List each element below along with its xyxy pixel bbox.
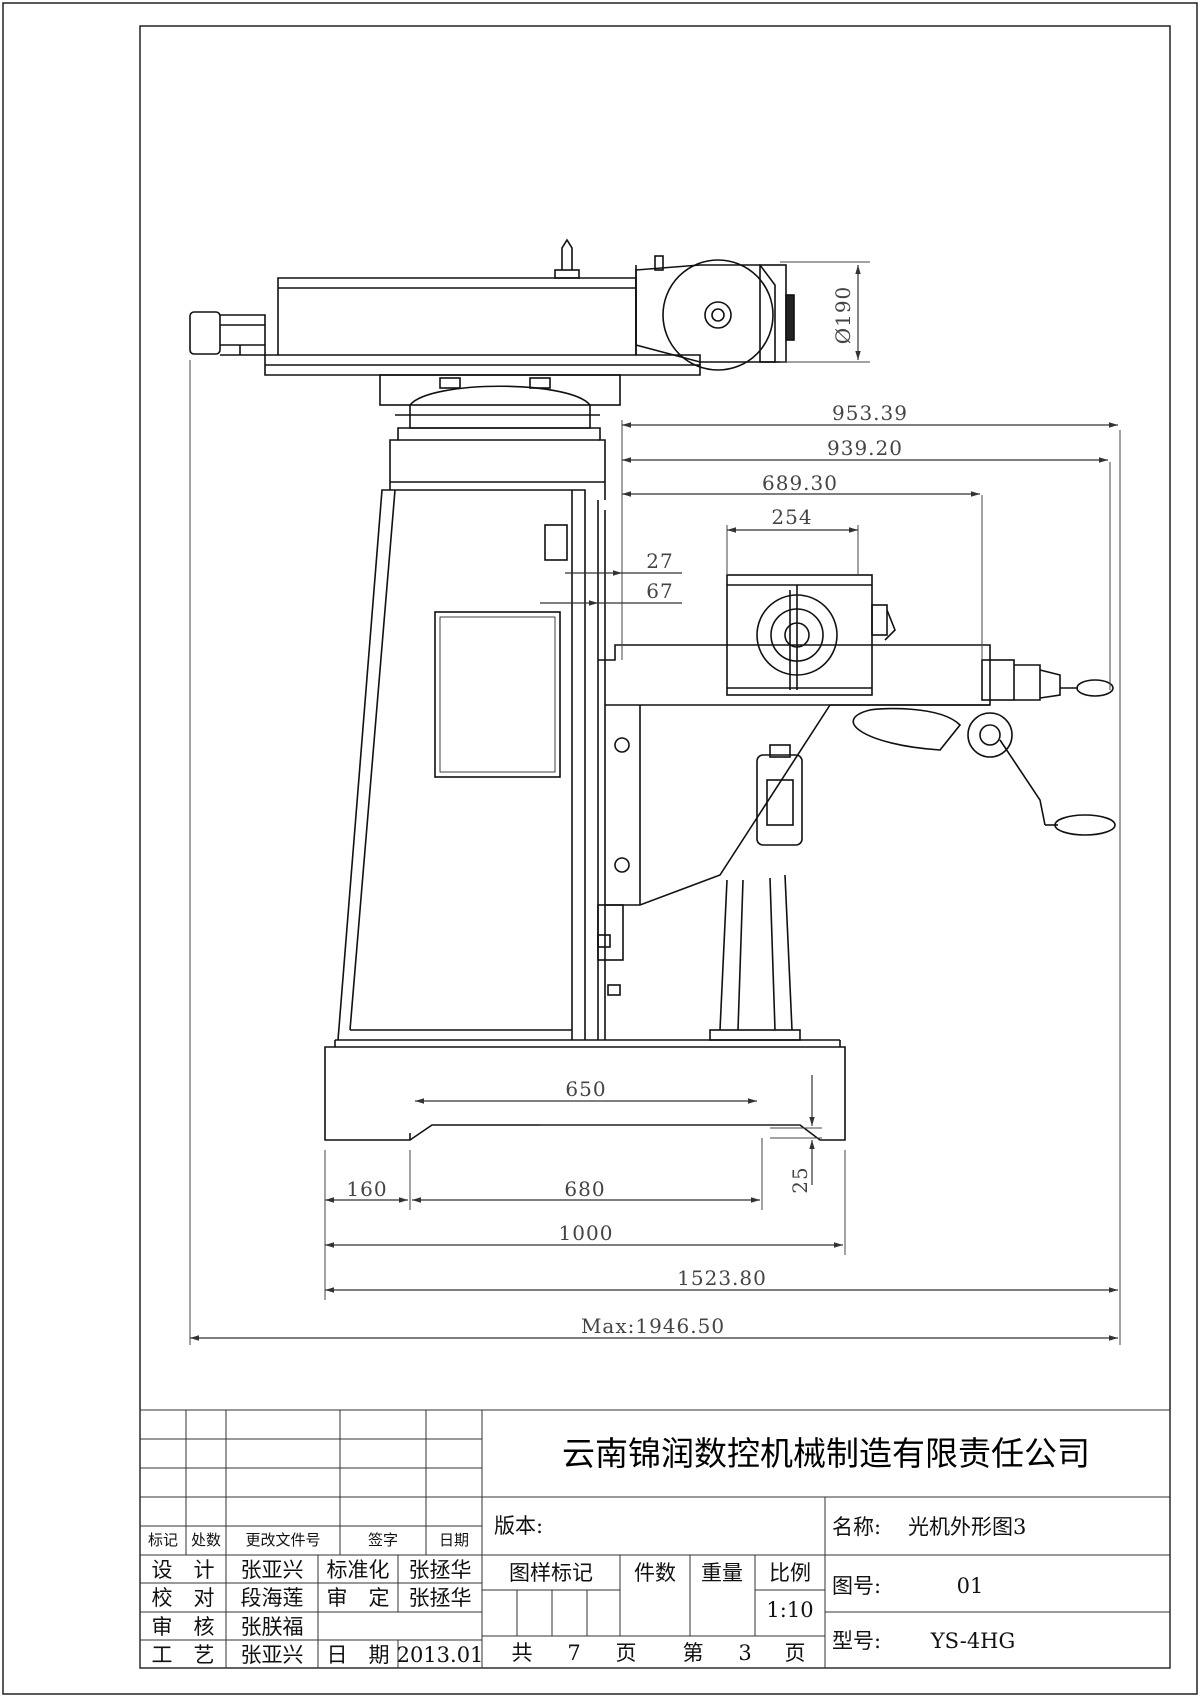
version-label: 版本: bbox=[494, 1514, 543, 1538]
total-pages: 7 bbox=[567, 1641, 580, 1665]
dim-1000: 1000 bbox=[559, 1221, 614, 1245]
title-block-text: 云南锦润数控机械制造有限责任公司 标记 处数 更改文件号 签字 日期 设 计 张… bbox=[148, 1434, 1090, 1667]
dimension-lines bbox=[190, 265, 1118, 1341]
check-label: 校 对 bbox=[152, 1586, 215, 1610]
dimension-layer bbox=[189, 261, 1121, 1345]
company-name: 云南锦润数控机械制造有限责任公司 bbox=[562, 1434, 1090, 1473]
model-label: 型号: bbox=[832, 1629, 881, 1653]
model-value: YS-4HG bbox=[930, 1629, 1016, 1653]
ram-end-handle bbox=[189, 311, 221, 355]
header-change-doc: 更改文件号 bbox=[245, 1531, 320, 1549]
design-label: 设 计 bbox=[152, 1558, 215, 1582]
ram bbox=[264, 277, 701, 376]
check-name: 段海莲 bbox=[241, 1586, 304, 1610]
drawing-no-label: 图号: bbox=[832, 1574, 881, 1598]
review-label: 审 核 bbox=[152, 1615, 215, 1639]
std-label: 标准化 bbox=[327, 1558, 390, 1582]
date-label: 日 期 bbox=[327, 1643, 390, 1667]
header-mark: 标记 bbox=[148, 1531, 178, 1549]
saddle bbox=[726, 574, 873, 696]
inner-frame bbox=[139, 25, 1171, 1669]
current-page: 3 bbox=[738, 1641, 751, 1665]
quantity-label: 件数 bbox=[634, 1561, 676, 1585]
process-label: 工 艺 bbox=[152, 1643, 215, 1667]
milling-machine-drawing bbox=[189, 238, 1116, 1141]
name-label: 名称: bbox=[832, 1515, 881, 1539]
machine-base bbox=[324, 1046, 846, 1141]
dim-160: 160 bbox=[346, 1177, 387, 1201]
title-block-grid bbox=[139, 1409, 1171, 1669]
dim-max-1946-50: Max:1946.50 bbox=[581, 1314, 725, 1338]
table-extension bbox=[981, 659, 1015, 701]
sample-mark-label: 图样标记 bbox=[509, 1561, 593, 1585]
spindle-circle bbox=[662, 259, 774, 371]
scale-label: 比例 bbox=[769, 1561, 811, 1585]
scale-value: 1:10 bbox=[766, 1598, 813, 1622]
header-count: 处数 bbox=[191, 1531, 221, 1549]
dim-27: 27 bbox=[646, 549, 673, 573]
dim-67: 67 bbox=[646, 579, 673, 603]
dim-diameter-190: Ø190 bbox=[831, 286, 855, 345]
name-value: 光机外形图3 bbox=[908, 1515, 1026, 1539]
dim-939-20: 939.20 bbox=[827, 436, 903, 460]
process-name: 张亚兴 bbox=[241, 1643, 304, 1667]
review-name: 张朕福 bbox=[241, 1615, 304, 1639]
header-date: 日期 bbox=[439, 1531, 469, 1549]
approve-name: 张拯华 bbox=[409, 1586, 472, 1610]
design-name: 张亚兴 bbox=[241, 1558, 304, 1582]
drawing-no-value: 01 bbox=[957, 1574, 984, 1598]
std-name: 张拯华 bbox=[409, 1558, 472, 1582]
current-label: 第 bbox=[683, 1641, 704, 1665]
dim-1523-80: 1523.80 bbox=[677, 1266, 767, 1290]
support-column bbox=[719, 874, 793, 1031]
approve-label: 审 定 bbox=[327, 1586, 390, 1610]
weight-label: 重量 bbox=[701, 1561, 743, 1585]
knee bbox=[598, 644, 991, 906]
dim-650: 650 bbox=[565, 1077, 606, 1101]
dim-25: 25 bbox=[788, 1166, 812, 1193]
header-signature: 签字 bbox=[368, 1531, 398, 1549]
spindle-head bbox=[635, 264, 776, 363]
machine-column bbox=[337, 489, 586, 1041]
dim-680: 680 bbox=[564, 1177, 605, 1201]
lift-device bbox=[756, 754, 803, 846]
current-page-unit: 页 bbox=[785, 1641, 806, 1665]
total-label: 共 bbox=[512, 1641, 533, 1665]
dim-254: 254 bbox=[771, 505, 812, 529]
knee-crank-hub bbox=[967, 712, 1013, 758]
dimension-labels: Ø190 953.39 939.20 689.30 254 27 67 650 … bbox=[346, 286, 908, 1338]
dim-953-39: 953.39 bbox=[832, 401, 908, 425]
dim-689-30: 689.30 bbox=[762, 471, 838, 495]
date-value: 2013.01 bbox=[397, 1643, 484, 1667]
total-page-unit: 页 bbox=[616, 1641, 637, 1665]
